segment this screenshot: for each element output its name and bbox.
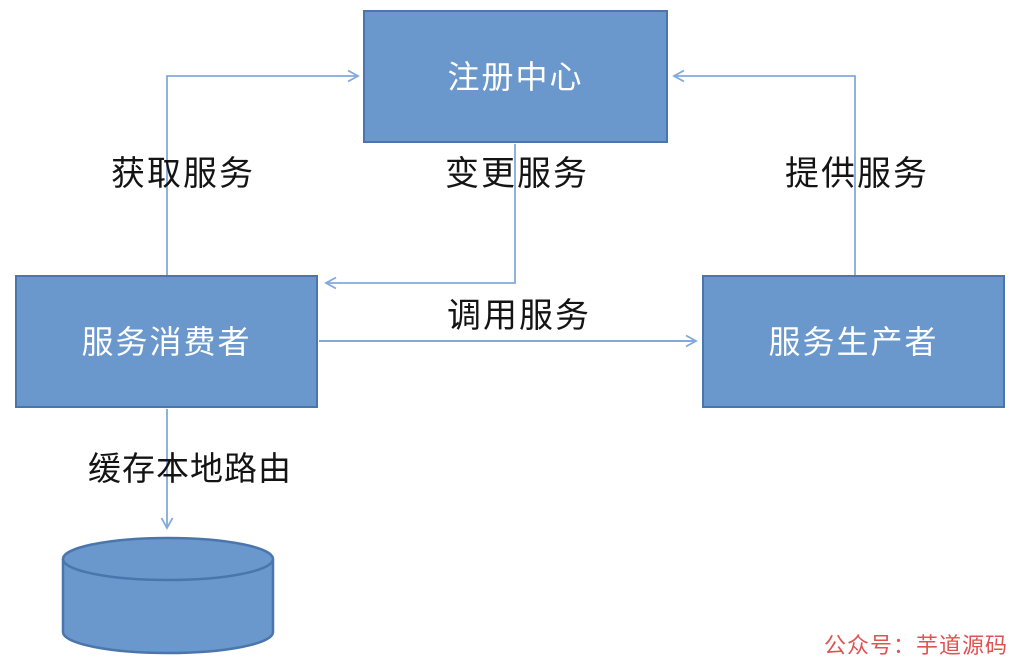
edge-label-change-service: 变更服务 xyxy=(445,154,589,194)
local-cache-db-cylinder xyxy=(61,536,275,655)
node-consumer-label: 服务消费者 xyxy=(81,322,252,361)
node-service-producer: 服务生产者 xyxy=(702,275,1005,408)
edge-label-provide-service: 提供服务 xyxy=(785,154,929,194)
edge-get-service-line xyxy=(166,69,360,275)
node-producer-label: 服务生产者 xyxy=(768,322,939,361)
node-registry-label: 注册中心 xyxy=(447,57,584,96)
node-service-consumer: 服务消费者 xyxy=(15,275,318,408)
edge-label-cache-local-route: 缓存本地路由 xyxy=(88,449,292,488)
edge-label-invoke-service: 调用服务 xyxy=(447,296,591,336)
edge-provide-service-line xyxy=(672,69,856,275)
edge-label-get-service: 获取服务 xyxy=(111,154,255,194)
node-registry-center: 注册中心 xyxy=(363,10,668,143)
watermark-text: 公众号：芋道源码 xyxy=(823,634,1008,659)
edge-change-service-line xyxy=(324,144,516,290)
